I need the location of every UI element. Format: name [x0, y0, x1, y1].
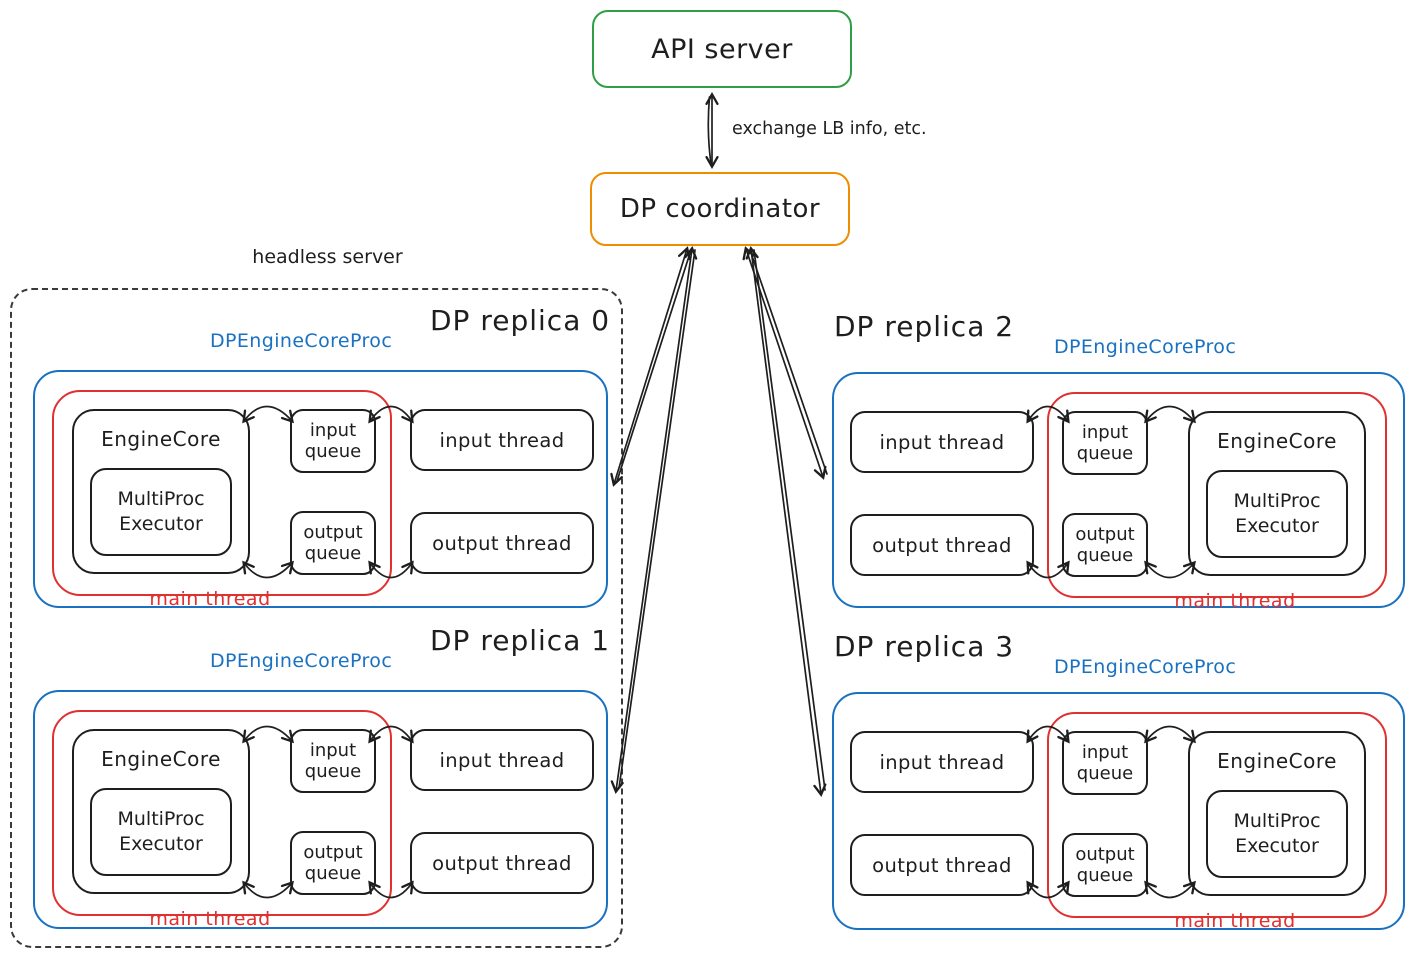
replica-0-engine-core-box: EngineCore MultiProc Executor [72, 409, 250, 574]
replica-1-engine-core-box: EngineCore MultiProc Executor [72, 729, 250, 894]
replica-0-box: EngineCore MultiProc Executor input queu… [33, 370, 608, 610]
dp-coordinator-label: DP coordinator [619, 194, 821, 224]
replica-1-title: DP replica 1 [430, 624, 611, 657]
replica-1-output-thread-box: output thread [410, 832, 594, 894]
replica-3-multiproc-executor-box: MultiProc Executor [1206, 790, 1348, 878]
replica-0-main-thread-box [52, 390, 392, 596]
replica-3-output-queue-box: output queue [1062, 833, 1148, 897]
engine-core-label: EngineCore [101, 427, 221, 451]
engine-core-label: EngineCore [1217, 749, 1337, 773]
replica-3-proc-label: DPEngineCoreProc [1054, 656, 1237, 678]
replica-0-output-queue-box: output queue [290, 511, 376, 575]
replica-2-input-thread-box: input thread [850, 411, 1034, 473]
replica-2-engine-core-box: EngineCore MultiProc Executor [1188, 411, 1366, 576]
engine-core-label: EngineCore [1217, 429, 1337, 453]
dp-coordinator-box: DP coordinator [590, 172, 850, 246]
replica-2-box: EngineCore MultiProc Executor input queu… [832, 372, 1405, 612]
replica-3-main-thread-box [1047, 712, 1387, 918]
replica-1-box: EngineCore MultiProc Executor input queu… [33, 690, 608, 930]
replica-3-main-thread-label: main thread [1174, 910, 1296, 932]
replica-2-output-queue-box: output queue [1062, 513, 1148, 577]
replica-3-engine-core-box: EngineCore MultiProc Executor [1188, 731, 1366, 896]
headless-server-label: headless server [252, 246, 403, 268]
arrow-coordinator-replica-0 [610, 246, 692, 487]
replica-1-multiproc-executor-box: MultiProc Executor [90, 788, 232, 876]
replica-3-output-thread-box: output thread [850, 834, 1034, 896]
replica-2-title: DP replica 2 [834, 310, 1015, 343]
replica-3-box: EngineCore MultiProc Executor input queu… [832, 692, 1405, 932]
replica-0-title: DP replica 0 [430, 304, 611, 337]
replica-0-output-thread-box: output thread [410, 512, 594, 574]
api-server-label: API server [651, 33, 793, 65]
arrow-coordinator-replica-2 [742, 246, 828, 480]
arrow-coordinator-replica-1 [610, 246, 698, 794]
replica-2-main-thread-box [1047, 392, 1387, 598]
replica-1-input-queue-box: input queue [290, 729, 376, 793]
exchange-note: exchange LB info, etc. [732, 119, 927, 139]
replica-3-title: DP replica 3 [834, 630, 1015, 663]
replica-2-proc-label: DPEngineCoreProc [1054, 336, 1237, 358]
replica-0-input-queue-box: input queue [290, 409, 376, 473]
replica-0-input-thread-box: input thread [410, 409, 594, 471]
api-server-box: API server [592, 10, 852, 88]
replica-1-input-thread-box: input thread [410, 729, 594, 791]
engine-core-label: EngineCore [101, 747, 221, 771]
arrow-api-coordinator [705, 91, 719, 170]
replica-2-input-queue-box: input queue [1062, 411, 1148, 475]
replica-1-main-thread-label: main thread [149, 908, 271, 930]
replica-0-proc-label: DPEngineCoreProc [210, 330, 393, 352]
replica-1-proc-label: DPEngineCoreProc [210, 650, 393, 672]
arrow-coordinator-replica-3 [745, 246, 827, 797]
replica-3-input-queue-box: input queue [1062, 731, 1148, 795]
replica-1-main-thread-box [52, 710, 392, 916]
replica-0-main-thread-label: main thread [149, 588, 271, 610]
replica-1-output-queue-box: output queue [290, 831, 376, 895]
replica-2-multiproc-executor-box: MultiProc Executor [1206, 470, 1348, 558]
replica-0-multiproc-executor-box: MultiProc Executor [90, 468, 232, 556]
replica-2-output-thread-box: output thread [850, 514, 1034, 576]
replica-3-input-thread-box: input thread [850, 731, 1034, 793]
replica-2-main-thread-label: main thread [1174, 590, 1296, 612]
